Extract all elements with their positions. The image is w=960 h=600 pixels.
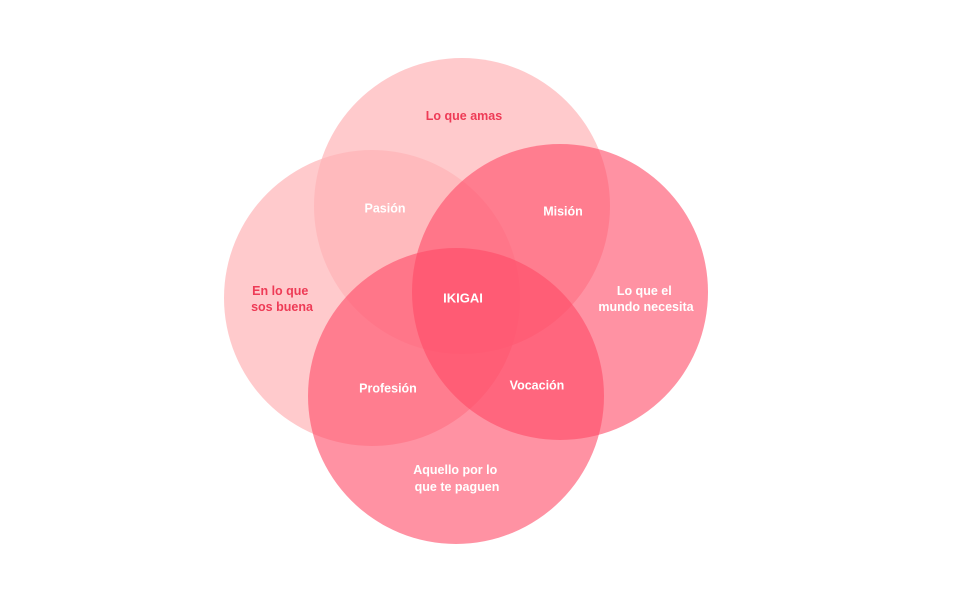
label-paid-for-line-1: Aquello por lo [413,463,497,477]
label-passion: Pasión [365,201,406,215]
label-love: Lo que amas [426,109,502,123]
label-good-at-line-1: En lo que [252,284,308,298]
label-world-needs-line-2: mundo necesita [598,300,694,314]
label-paid-for-line-2: que te paguen [415,480,500,494]
label-good-at-line-2: sos buena [251,300,314,314]
label-good-at: En lo que sos buena [251,284,314,314]
label-ikigai-center: IKIGAI [443,290,483,305]
label-paid-for: Aquello por lo que te paguen [413,463,501,494]
label-world-needs: Lo que el mundo necesita [598,284,694,314]
label-world-needs-line-1: Lo que el [617,284,672,298]
label-vocation: Vocación [510,378,565,392]
label-love-line-1: Lo que amas [426,109,502,123]
label-profession: Profesión [359,381,417,395]
circle-paid-for [308,248,604,544]
label-mission: Misión [543,204,583,218]
